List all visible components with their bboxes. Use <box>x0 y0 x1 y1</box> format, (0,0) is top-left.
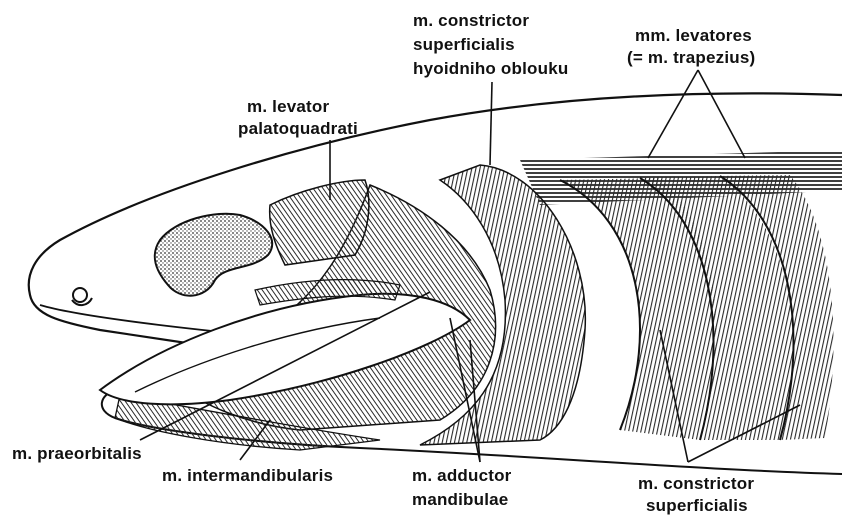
label-intermandibularis: m. intermandibularis <box>162 466 333 486</box>
label-constrictor-superficialis-line1: m. constrictor <box>638 474 754 494</box>
label-levator-palatoquadrati-line1: m. levator <box>247 97 329 117</box>
label-adductor-mandibulae-line2: mandibulae <box>412 490 508 510</box>
levator-palatoquadrati-muscle <box>270 180 369 265</box>
nostril-icon <box>72 288 92 305</box>
constrictor-superficialis-muscle <box>560 175 833 440</box>
label-levatores-line2: (= m. trapezius) <box>627 48 755 68</box>
label-levator-palatoquadrati-line2: palatoquadrati <box>238 119 358 139</box>
label-constrictor-hyoid-line3: hyoidniho oblouku <box>413 59 568 79</box>
eye-region <box>155 214 273 296</box>
label-constrictor-hyoid-line1: m. constrictor <box>413 11 529 31</box>
label-constrictor-superficialis-line2: superficialis <box>646 496 748 516</box>
label-praeorbitalis: m. praeorbitalis <box>12 444 142 464</box>
label-constrictor-hyoid-line2: superficialis <box>413 35 515 55</box>
label-levatores-line1: mm. levatores <box>635 26 752 46</box>
label-adductor-mandibulae-line1: m. adductor <box>412 466 512 486</box>
